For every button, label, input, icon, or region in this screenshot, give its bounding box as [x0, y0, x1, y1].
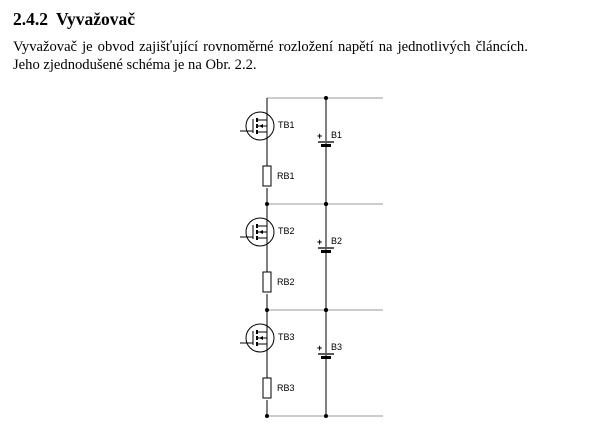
junction-dot [324, 96, 328, 100]
junction-dot [324, 202, 328, 206]
channel [256, 336, 258, 340]
channel [256, 124, 258, 128]
mosfet-symbol [245, 111, 275, 141]
resistor-label: RB3 [277, 383, 295, 393]
section-title: Vyvažovač [56, 9, 136, 29]
arrow-icon [259, 230, 263, 234]
transistor-label: TB1 [278, 120, 295, 130]
transistor-label: TB3 [278, 332, 295, 342]
channel [256, 230, 258, 234]
transistor-label: TB2 [278, 226, 295, 236]
battery-label: B1 [331, 130, 342, 140]
junction-dot [324, 414, 328, 418]
section-heading: 2.4.2 Vyvažovač [13, 9, 135, 30]
battery-plus-sign: + [317, 237, 322, 247]
battery-label: B2 [331, 236, 342, 246]
battery-plate-negative [321, 356, 331, 359]
channel [256, 118, 258, 122]
channel [256, 130, 258, 134]
mosfet-symbol [245, 323, 275, 353]
battery-plus-sign: + [317, 131, 322, 141]
arrow-icon [259, 124, 263, 128]
resistor-symbol [262, 165, 272, 187]
channel [256, 224, 258, 228]
battery-label: B3 [331, 342, 342, 352]
junction-dot [324, 308, 328, 312]
battery-plate-negative [321, 250, 331, 253]
section-number: 2.4.2 [13, 9, 48, 29]
channel [256, 342, 258, 346]
resistor-label: RB2 [277, 277, 295, 287]
channel [256, 236, 258, 240]
paragraph-line-1: Vyvažovač je obvod zajišťující rovnoměrn… [13, 39, 528, 55]
channel [256, 330, 258, 334]
junction-dot [265, 414, 269, 418]
arrow-icon [259, 336, 263, 340]
resistor-symbol [262, 377, 272, 399]
resistor-symbol [262, 271, 272, 293]
battery-plate-negative [321, 144, 331, 147]
paragraph-line-2: Jeho zjednodušené schéma je na Obr. 2.2. [13, 57, 257, 73]
battery-plus-sign: + [317, 343, 322, 353]
mosfet-symbol [245, 217, 275, 247]
resistor-label: RB1 [277, 171, 295, 181]
